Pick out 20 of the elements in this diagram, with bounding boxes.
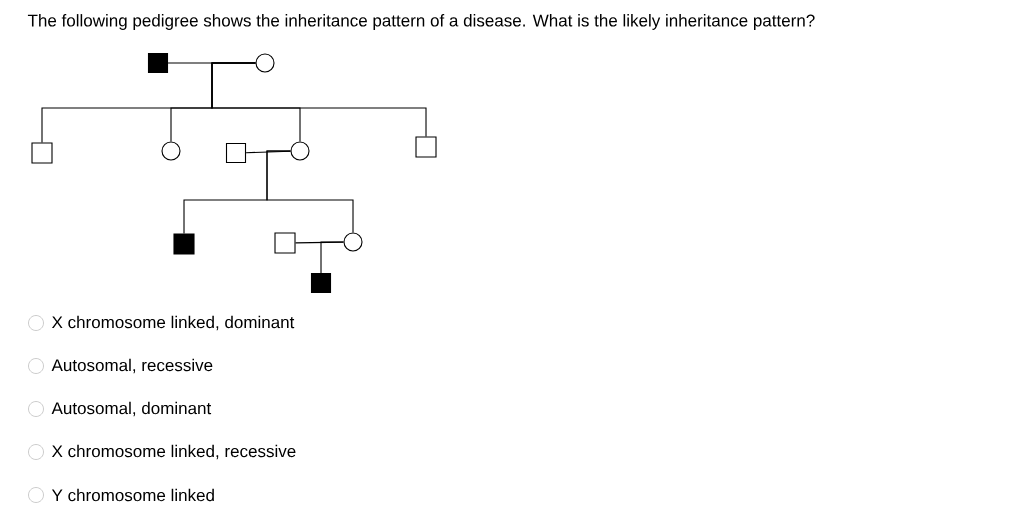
descent-line xyxy=(266,150,354,233)
answer-option: X chromosome linked, recessive xyxy=(51,444,296,460)
answer-option: Y chromosome linked xyxy=(51,488,214,502)
male-square xyxy=(415,136,437,158)
female-circle xyxy=(343,232,363,252)
descent-line xyxy=(211,62,427,137)
question-text: The following pedigree shows the inheritance pattern of a disease. What is the likely inheritance pattern? xyxy=(27,14,815,30)
answer-option: X chromosome linked, dominant xyxy=(51,315,295,331)
female-circle xyxy=(255,53,275,73)
affected-male-square xyxy=(147,52,169,74)
female-circle xyxy=(290,141,310,161)
male-square xyxy=(274,232,296,254)
answer-option: Autosomal, recessive xyxy=(51,358,213,374)
male-square xyxy=(31,142,53,164)
affected-male-square xyxy=(310,272,332,294)
answer-option: Autosomal, dominant xyxy=(51,401,212,417)
female-circle xyxy=(161,141,181,161)
descent-line xyxy=(320,241,344,274)
affected-male-square xyxy=(173,233,195,255)
male-square xyxy=(225,142,247,164)
